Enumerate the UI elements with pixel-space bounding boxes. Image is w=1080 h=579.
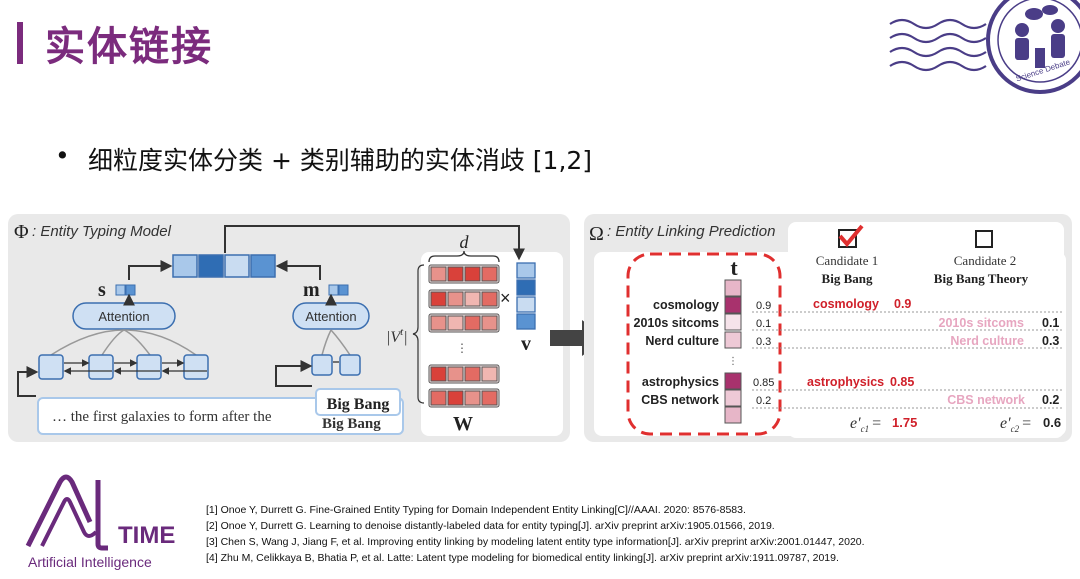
entity-linking-diagram: Φ : Entity Typing Model s m Attention At… <box>8 214 1072 442</box>
svg-text:astrophysics: astrophysics <box>642 375 719 389</box>
svg-text:Nerd culture: Nerd culture <box>645 334 719 348</box>
svg-text:Attention: Attention <box>98 309 149 324</box>
svg-text:Nerd culture: Nerd culture <box>950 334 1024 348</box>
svg-text:⋮: ⋮ <box>728 356 738 367</box>
candidate2-checkbox <box>975 230 993 248</box>
svg-text:CBS network: CBS network <box>947 393 1025 407</box>
candidate1-name: Big Bang <box>822 271 873 286</box>
bullet-text: 细粒度实体分类 + 类别辅助的实体消歧 [1,2] <box>88 146 593 175</box>
reference-item: [3] Chen S, Wang J, Jiang F, et al. Impr… <box>206 536 865 548</box>
svg-text:×: × <box>500 288 511 308</box>
svg-text:cosmology: cosmology <box>813 297 879 311</box>
svg-text:0.85: 0.85 <box>753 377 774 389</box>
svg-text:CBS network: CBS network <box>641 393 719 407</box>
science-debate-logo: Science Debate <box>889 0 1080 94</box>
svg-text:0.1: 0.1 <box>756 318 771 330</box>
entity-linking-heading: : Entity Linking Prediction <box>607 223 775 240</box>
svg-text:0.9: 0.9 <box>756 300 771 312</box>
candidate2-types: 2010s sitcoms Nerd culture CBS network <box>939 316 1026 407</box>
mention-text: Big Bang <box>327 396 390 413</box>
svg-text:Attention: Attention <box>305 309 356 324</box>
entity-typing-heading: : Entity Typing Model <box>32 223 172 240</box>
mention-box <box>315 388 401 416</box>
svg-text:⋮: ⋮ <box>456 341 468 355</box>
ai-caption: Artificial Intelligence <box>28 554 152 570</box>
reference-item: [4] Zhu M, Celikkaya B, Bhatia P, et al.… <box>206 552 839 564</box>
svg-text:0.6: 0.6 <box>1043 415 1061 430</box>
svg-text:0.3: 0.3 <box>1042 334 1059 348</box>
candidate2-name: Big Bang Theory <box>934 271 1029 286</box>
sentence-text: … the first galaxies to form after the <box>52 409 272 425</box>
title-accent-bar <box>17 22 23 64</box>
type-labels: cosmology 2010s sitcoms Nerd culture ast… <box>634 298 720 407</box>
phi-symbol: Φ <box>14 221 29 243</box>
vt-label: |Vt| <box>386 326 408 346</box>
lstm-left-nodes <box>38 354 209 380</box>
references: [1] Onoe Y, Durrett G. Fine-Grained Enti… <box>206 502 865 566</box>
t-label: t <box>730 255 738 280</box>
svg-text:0.2: 0.2 <box>1042 393 1059 407</box>
v-label: v <box>521 333 531 355</box>
debaters-icon <box>1015 5 1065 68</box>
candidate1-total: e′c1= 1.75 <box>850 415 917 434</box>
type-highlight-box <box>626 252 782 436</box>
svg-text:0.85: 0.85 <box>890 375 914 389</box>
m-label: m <box>303 279 320 301</box>
svg-text:cosmology: cosmology <box>653 298 719 312</box>
svg-text:0.3: 0.3 <box>756 336 771 348</box>
ai-time-logo-icon <box>25 474 108 551</box>
omega-symbol: Ω <box>589 223 604 245</box>
svg-text:0.2: 0.2 <box>756 395 771 407</box>
svg-text:astrophysics: astrophysics <box>807 375 884 389</box>
svg-text:1.75: 1.75 <box>892 415 917 430</box>
svg-text:Candidate 2: Candidate 2 <box>954 253 1016 268</box>
reference-item: [1] Onoe Y, Durrett G. Fine-Grained Enti… <box>206 504 746 516</box>
svg-text:Big Bang: Big Bang <box>322 416 381 432</box>
svg-text:2010s sitcoms: 2010s sitcoms <box>939 316 1025 330</box>
vector-arrow <box>224 225 525 261</box>
check-icon <box>838 224 864 248</box>
wave-lines-icon <box>889 18 987 72</box>
ai-time-text: TIME <box>118 522 176 549</box>
s-label: s <box>98 279 106 301</box>
svg-text:d: d <box>460 232 470 252</box>
svg-text:Candidate 1: Candidate 1 <box>816 253 878 268</box>
svg-text:0.9: 0.9 <box>894 297 911 311</box>
svg-text:0.1: 0.1 <box>1042 316 1059 330</box>
page-title: 实体链接 <box>45 24 213 70</box>
t-vector <box>724 279 742 424</box>
bullet-dot: • <box>55 141 70 170</box>
w-matrix <box>428 264 500 408</box>
svg-text:e′c2=: e′c2= <box>1000 415 1031 434</box>
type-scores: 0.9 0.1 0.3 0.85 0.2 <box>753 300 774 407</box>
candidate1-types: cosmology 0.9 astrophysics 0.85 <box>807 297 914 389</box>
candidate2-scores: 0.1 0.3 0.2 <box>1042 316 1059 407</box>
reference-item: [2] Onoe Y, Durrett G. Learning to denoi… <box>206 520 775 532</box>
svg-text:2010s sitcoms: 2010s sitcoms <box>634 316 720 330</box>
sentence-box <box>37 397 404 435</box>
v-vector <box>516 262 536 330</box>
candidate2-total: e′c2= 0.6 <box>1000 415 1061 434</box>
top-vector <box>172 254 276 278</box>
svg-text:e′c1=: e′c1= <box>850 415 881 434</box>
w-label: W <box>453 413 473 435</box>
